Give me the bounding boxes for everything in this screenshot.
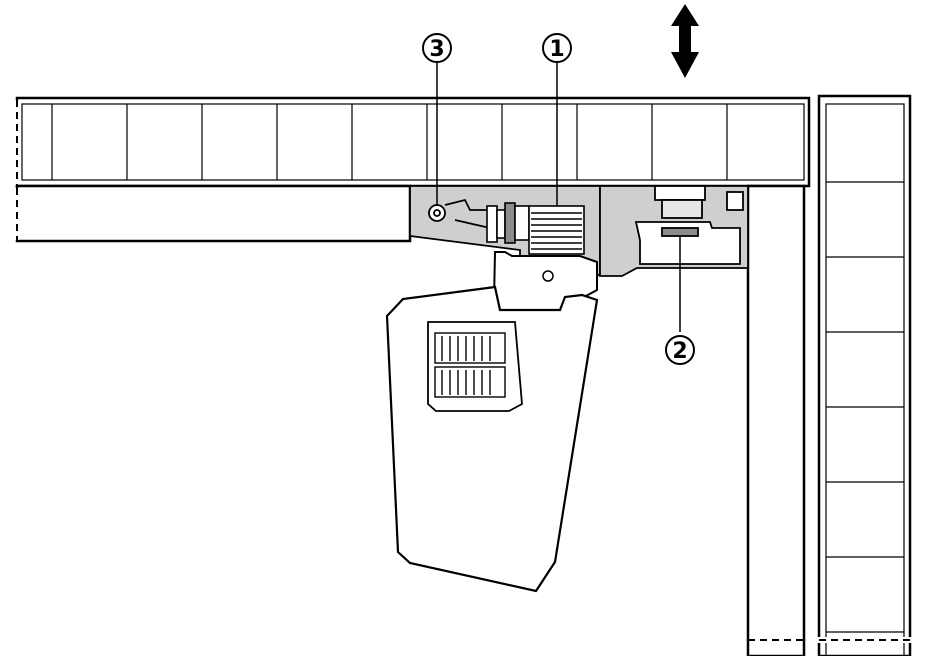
callout-1-label: 1 [549, 37, 564, 62]
door-bracket [385, 285, 599, 593]
callout-3: 3 [422, 33, 452, 63]
callout-1: 1 [542, 33, 572, 63]
adjustment-screw-1 [486, 62, 585, 255]
left-shelf [15, 184, 412, 243]
callout-2-label: 2 [672, 339, 687, 364]
double-arrow-vertical-icon [671, 4, 699, 78]
hinge-arm-plate [599, 185, 749, 332]
top-panel [15, 96, 811, 188]
callout-3-label: 3 [429, 37, 444, 62]
cabinet-side-post [746, 184, 806, 656]
right-panel [815, 94, 912, 656]
callout-2: 2 [665, 335, 695, 365]
